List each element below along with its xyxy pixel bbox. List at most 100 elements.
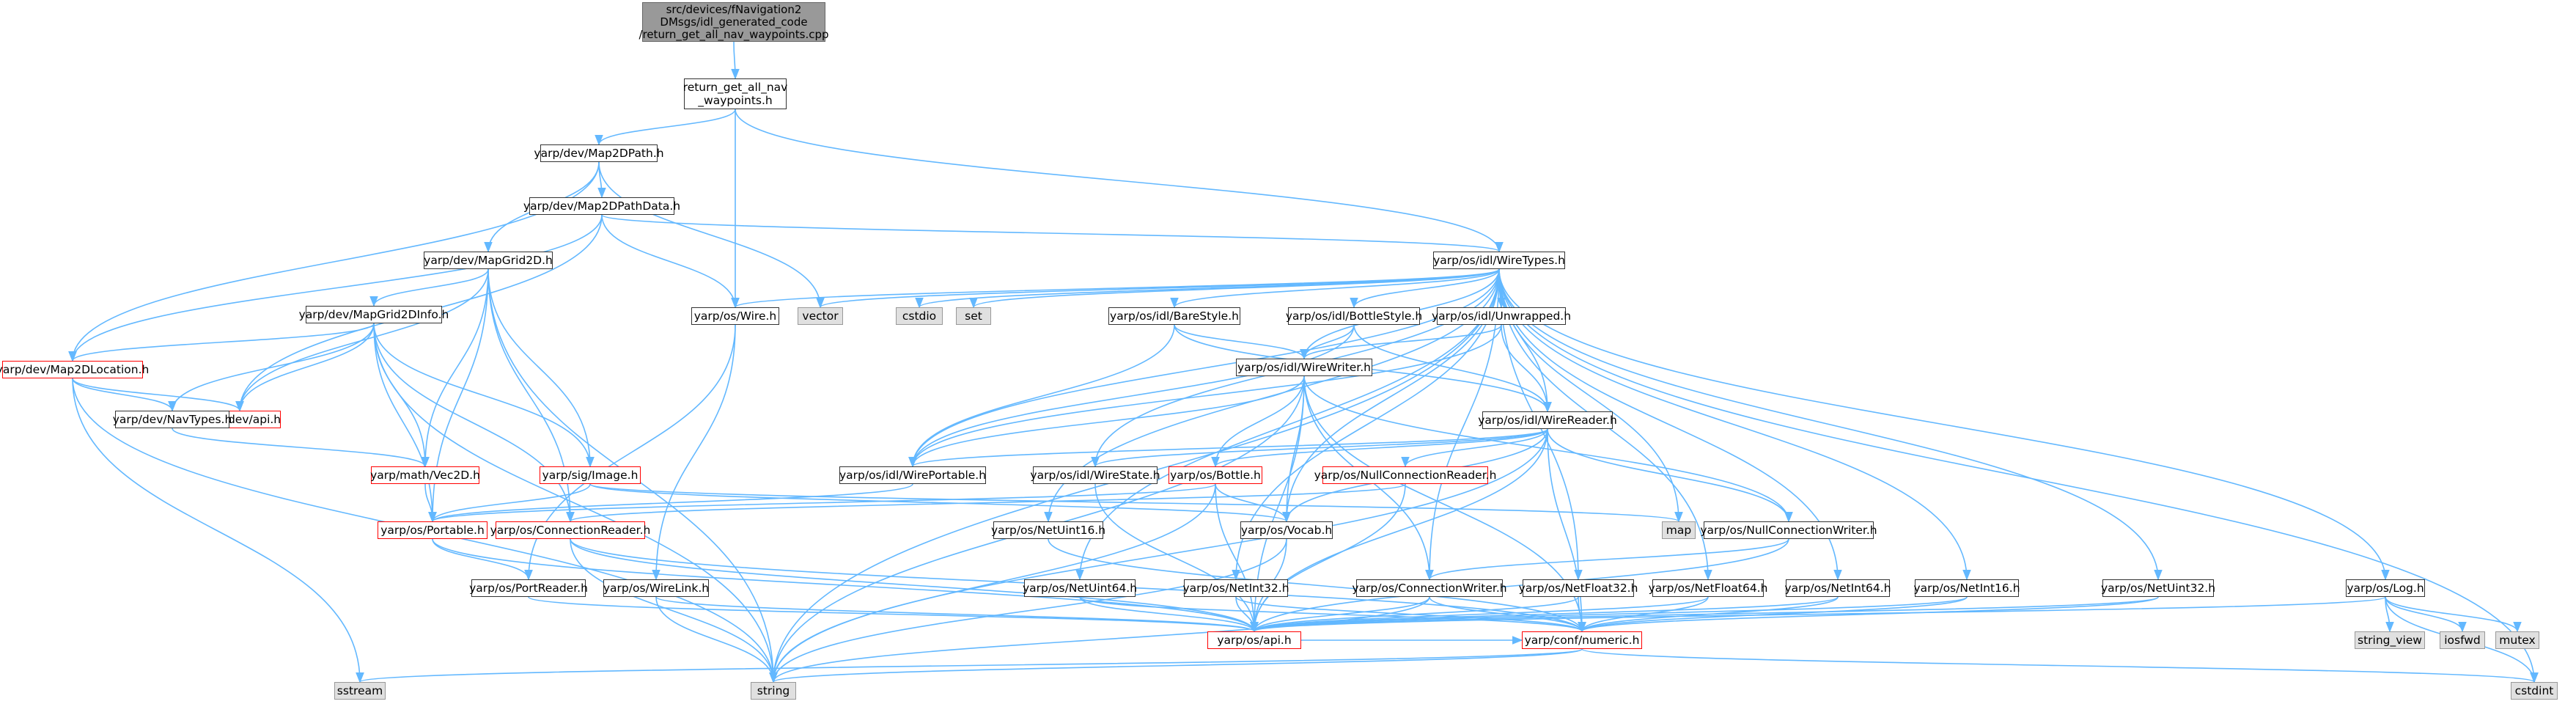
- header-node-wirereader[interactable]: yarp/os/idl/WireReader.h: [1478, 411, 1617, 429]
- header-node-netuint16[interactable]: yarp/os/NetUint16.h: [991, 521, 1105, 539]
- header-node-portable[interactable]: yarp/os/Portable.h: [378, 521, 487, 539]
- edge-wireportable-to-portable: [428, 483, 913, 523]
- header-node-unwrapped[interactable]: yarp/os/idl/Unwrapped.h: [1432, 307, 1571, 325]
- edge-map2dlocation-to-navtypes: [72, 378, 177, 412]
- header-node-portreader[interactable]: yarp/os/PortReader.h: [469, 579, 588, 597]
- edge-map2dpathdata-to-wire: [601, 214, 740, 309]
- header-node-sigimage[interactable]: yarp/sig/Image.h: [540, 466, 641, 484]
- edge-netuint32-to-numeric: [1578, 596, 2159, 633]
- edge-mapgrid2dinfo-to-map2dlocation: [68, 323, 375, 362]
- edge-log-to-iosfwd: [2385, 596, 2467, 633]
- edge-netfloat64-to-osapi: [1250, 596, 1709, 633]
- edge-map2dpathdata-to-map2dlocation: [68, 214, 603, 362]
- header-node-connwriter[interactable]: yarp/os/ConnectionWriter.h: [1352, 579, 1507, 597]
- edge-wire-to-portreader: [524, 324, 736, 581]
- header-node-wirestate[interactable]: yarp/os/idl/WireState.h: [1030, 466, 1160, 484]
- edge-barestyle-to-wirewriter: [1174, 324, 1309, 360]
- header-node-bottle[interactable]: yarp/os/Bottle.h: [1169, 466, 1262, 484]
- edge-root-to-retget: [731, 41, 740, 80]
- edge-nullconnreader-to-connreader: [566, 483, 1406, 523]
- header-node-netint32[interactable]: yarp/os/NetInt32.h: [1182, 579, 1289, 597]
- header-node-osapi[interactable]: yarp/os/api.h: [1207, 631, 1301, 649]
- edge-nullconnreader-to-osapi: [1250, 483, 1406, 633]
- edge-wiretypes-to-cstdio: [915, 268, 1500, 309]
- edge-retget-to-wiretypes: [735, 109, 1504, 253]
- header-node-netint64[interactable]: yarp/os/NetInt64.h: [1784, 579, 1891, 597]
- edge-unwrapped-to-wirewriter: [1300, 324, 1502, 360]
- edge-mapgrid2dinfo-to-sigimage: [373, 323, 595, 468]
- header-node-navtypes[interactable]: yarp/dev/NavTypes.h: [113, 411, 232, 428]
- edge-mapgrid2dinfo-to-portable: [373, 323, 437, 523]
- header-node-numeric[interactable]: yarp/conf/numeric.h: [1522, 631, 1642, 649]
- edge-log-to-string-view: [2385, 596, 2394, 633]
- edge-wirewriter-to-wireportable: [908, 375, 1305, 468]
- header-node-root[interactable]: src/devices/fNavigation2 DMsgs/idl_gener…: [639, 2, 829, 42]
- header-node-netint16[interactable]: yarp/os/NetInt16.h: [1913, 579, 2020, 597]
- edge-wiretypes-to-wire: [731, 268, 1500, 309]
- edge-mapgrid2dinfo-to-devapi: [235, 323, 375, 412]
- header-node-netuint64[interactable]: yarp/os/NetUint64.h: [1023, 579, 1137, 597]
- edge-connwriter-to-string: [769, 596, 1430, 683]
- std-header-node-string-view: string_view: [2355, 631, 2425, 649]
- header-node-wirewriter[interactable]: yarp/os/idl/WireWriter.h: [1236, 359, 1372, 376]
- edge-wirereader-to-numeric: [1547, 428, 1586, 633]
- edge-mapgrid2d-to-devapi: [235, 268, 489, 412]
- edge-bottle-to-osapi: [1215, 483, 1259, 633]
- edge-map2dpath-to-vector: [598, 161, 825, 309]
- header-node-map2dpathdata[interactable]: yarp/dev/Map2DPathData.h: [523, 197, 680, 215]
- edge-mapgrid2d-to-mapgrid2dinfo: [369, 268, 489, 307]
- edge-wirestate-to-osapi: [1094, 483, 1259, 633]
- edge-wirereader-to-nullconnreader: [1401, 428, 1548, 468]
- edge-netint32-to-numeric: [1235, 596, 1586, 633]
- edge-wiretypes-to-bottlestyle: [1350, 268, 1500, 309]
- header-node-connreader[interactable]: yarp/os/ConnectionReader.h: [490, 521, 650, 539]
- header-node-wirelink[interactable]: yarp/os/WireLink.h: [603, 579, 709, 597]
- edge-portreader-to-osapi: [528, 596, 1259, 633]
- edge-wirewriter-to-bottle: [1211, 375, 1305, 468]
- edge-netfloat32-to-osapi: [1250, 596, 1579, 633]
- edge-wirereader-to-bottle: [1211, 428, 1548, 468]
- edge-numeric-to-sstream: [356, 648, 1583, 683]
- edge-unwrapped-to-wireportable: [908, 324, 1502, 468]
- edge-vocab-to-string: [769, 538, 1287, 683]
- header-node-mapgrid2d[interactable]: yarp/dev/MapGrid2D.h: [424, 252, 553, 269]
- header-node-map2dpath[interactable]: yarp/dev/Map2DPath.h: [534, 144, 664, 162]
- edge-mapgrid2dinfo-to-connreader: [373, 323, 575, 523]
- header-node-netfloat64[interactable]: yarp/os/NetFloat64.h: [1649, 579, 1767, 597]
- header-node-nullconnreader[interactable]: yarp/os/NullConnectionReader.h: [1314, 466, 1496, 484]
- header-node-wireportable[interactable]: yarp/os/idl/WirePortable.h: [839, 466, 986, 484]
- edge-netint64-to-numeric: [1578, 596, 1839, 633]
- header-node-barestyle[interactable]: yarp/os/idl/BareStyle.h: [1108, 307, 1240, 325]
- header-node-wiretypes[interactable]: yarp/os/idl/WireTypes.h: [1433, 252, 1565, 269]
- edge-wirelink-to-string: [655, 596, 778, 683]
- edge-wirereader-to-nullconnwriter: [1547, 428, 1793, 523]
- edge-bottlestyle-to-wireportable: [908, 324, 1355, 468]
- edge-netfloat32-to-numeric: [1578, 596, 1586, 633]
- edge-numeric-to-cstdint: [1581, 648, 2539, 683]
- edge-wirereader-to-wireportable: [908, 428, 1548, 468]
- edge-netuint32-to-osapi: [1250, 596, 2159, 633]
- edge-wirereader-to-wirestate: [1091, 428, 1548, 468]
- edge-wiretypes-to-vector: [816, 268, 1500, 309]
- edge-wire-to-wirelink: [652, 324, 736, 581]
- header-node-netfloat32[interactable]: yarp/os/NetFloat32.h: [1519, 579, 1638, 597]
- edge-bottle-to-vocab: [1215, 483, 1291, 523]
- header-node-vec2d[interactable]: yarp/math/Vec2D.h: [370, 466, 480, 484]
- header-node-map2dlocation[interactable]: yarp/dev/Map2DLocation.h: [0, 361, 149, 378]
- edge-wiretypes-to-wireportable: [908, 268, 1500, 468]
- header-node-bottlestyle[interactable]: yarp/os/idl/BottleStyle.h: [1286, 307, 1422, 325]
- header-node-netuint32[interactable]: yarp/os/NetUint32.h: [2101, 579, 2215, 597]
- header-node-wire[interactable]: yarp/os/Wire.h: [691, 307, 779, 325]
- edge-map2dpath-to-map2dpathdata: [597, 161, 606, 199]
- std-header-node-string: string: [751, 682, 796, 700]
- header-node-mapgrid2dinfo[interactable]: yarp/dev/MapGrid2DInfo.h: [299, 306, 449, 323]
- header-node-vocab[interactable]: yarp/os/Vocab.h: [1240, 521, 1333, 539]
- edge-netuint64-to-osapi: [1079, 596, 1259, 633]
- header-node-nullconnwriter[interactable]: yarp/os/NullConnectionWriter.h: [1700, 521, 1877, 539]
- header-node-log[interactable]: yarp/os/Log.h: [2346, 579, 2425, 597]
- edge-wiretypes-to-barestyle: [1170, 268, 1500, 309]
- edge-wirelink-to-osapi: [655, 596, 1259, 633]
- edge-connreader-to-string: [570, 538, 778, 683]
- edge-numeric-to-string: [769, 648, 1583, 683]
- header-node-retget[interactable]: return_get_all_nav _waypoints.h: [683, 78, 787, 109]
